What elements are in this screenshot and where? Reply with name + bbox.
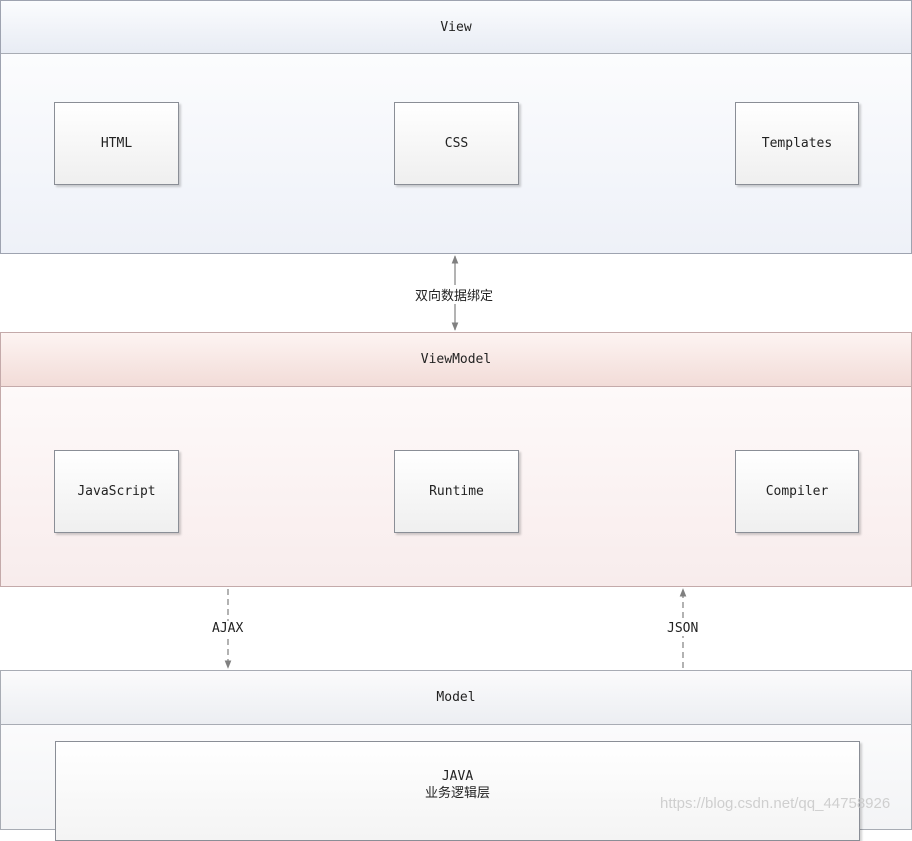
view-layer-title: View xyxy=(1,1,911,54)
runtime-box: Runtime xyxy=(394,450,519,533)
java-label: JAVA xyxy=(441,769,474,784)
templates-box: Templates xyxy=(735,102,859,185)
html-box: HTML xyxy=(54,102,179,185)
json-label: JSON xyxy=(665,621,701,636)
watermark: https://blog.csdn.net/qq_44758926 xyxy=(660,795,891,812)
two-way-binding-label: 双向数据绑定 xyxy=(413,285,496,304)
business-logic-layer-label: 业务逻辑层 xyxy=(424,786,490,801)
compiler-box: Compiler xyxy=(735,450,859,533)
model-layer-title: Model xyxy=(1,671,911,725)
viewmodel-layer-title: ViewModel xyxy=(1,333,911,387)
ajax-label: AJAX xyxy=(210,621,246,636)
java-business-logic-box: JAVA 业务逻辑层 xyxy=(55,741,860,841)
css-box: CSS xyxy=(394,102,519,185)
javascript-box: JavaScript xyxy=(54,450,179,533)
